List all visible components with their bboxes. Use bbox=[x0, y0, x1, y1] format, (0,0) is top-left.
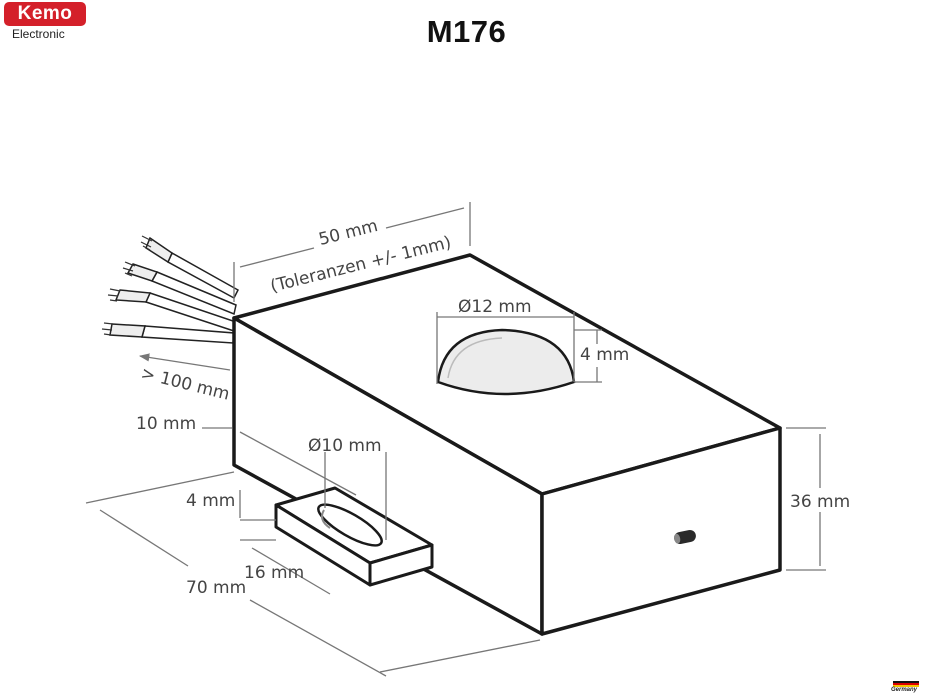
cable-length-arrow bbox=[138, 353, 231, 371]
wire-4 bbox=[101, 322, 235, 344]
logo-subtitle: Electronic bbox=[12, 27, 65, 41]
wire-1 bbox=[140, 235, 239, 300]
logo-brand: Kemo bbox=[4, 2, 86, 26]
dim-length-top: 50 mm bbox=[317, 216, 380, 250]
dim-sensor-diameter: Ø12 mm bbox=[458, 297, 532, 317]
sensor-dome bbox=[436, 328, 576, 396]
box-right-face bbox=[540, 426, 782, 636]
dim-sensor-height: 4 mm bbox=[580, 345, 629, 365]
dim-base-length: 70 mm bbox=[186, 578, 246, 598]
indicator-led bbox=[674, 529, 696, 545]
country-label: Germany bbox=[891, 687, 918, 693]
dim-tab-offset: 10 mm bbox=[136, 414, 196, 434]
page-title: M176 bbox=[426, 14, 507, 49]
mounting-tab bbox=[274, 486, 434, 587]
cable-bundle bbox=[101, 235, 239, 344]
kemo-logo: Kemo Electronic bbox=[4, 2, 86, 44]
dim-tab-length: 16 mm bbox=[244, 563, 304, 583]
dim-height: 36 mm bbox=[790, 492, 850, 512]
dim-tab-thickness: 4 mm bbox=[186, 491, 235, 511]
wire-2 bbox=[122, 261, 237, 316]
mounting-hole bbox=[317, 503, 383, 547]
dim-hole-diameter: Ø10 mm bbox=[308, 436, 382, 456]
dim-cable-length: > 100 mm bbox=[139, 363, 232, 404]
germany-flag-icon bbox=[893, 681, 919, 687]
